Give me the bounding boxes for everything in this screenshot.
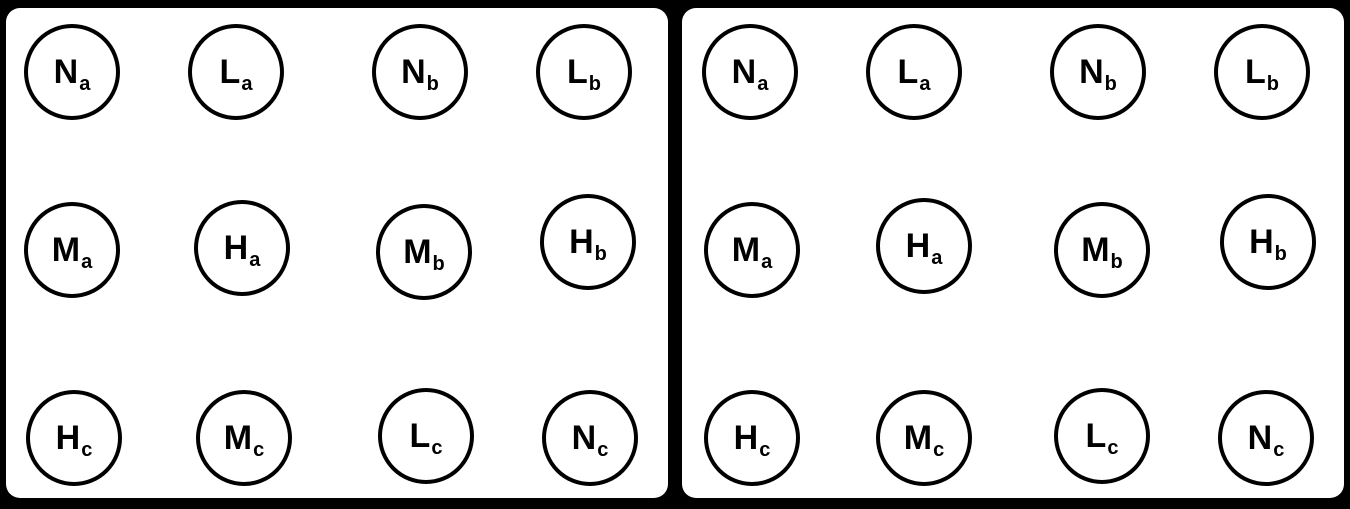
node-letter: M bbox=[223, 419, 253, 457]
node-subscript: b bbox=[594, 243, 607, 265]
node-letter: L bbox=[567, 53, 588, 91]
node-letter: M bbox=[1081, 231, 1110, 269]
node-letter: N bbox=[53, 53, 79, 91]
node-subscript: a bbox=[79, 73, 91, 95]
node-subscript: a bbox=[241, 73, 253, 95]
node-letter: H bbox=[569, 223, 594, 261]
node-subscript: c bbox=[431, 437, 443, 459]
node-letter: M bbox=[403, 233, 432, 271]
node-letter: N bbox=[1079, 53, 1104, 91]
node-subscript: b bbox=[1274, 243, 1287, 265]
node-letter: L bbox=[409, 417, 431, 455]
node-subscript: a bbox=[931, 247, 943, 269]
node-subscript: b bbox=[1110, 251, 1123, 273]
node-subscript: b bbox=[588, 73, 601, 95]
node-letter: L bbox=[1085, 417, 1107, 455]
node-letter: L bbox=[897, 53, 919, 91]
node-letter: M bbox=[51, 231, 81, 269]
node-letter: H bbox=[55, 419, 81, 457]
node-subscript: a bbox=[757, 73, 769, 95]
node-letter: M bbox=[731, 231, 761, 269]
node-subscript: c bbox=[1107, 437, 1119, 459]
node-letter: L bbox=[1245, 53, 1266, 91]
node-subscript: c bbox=[253, 439, 265, 461]
node-subscript: a bbox=[761, 251, 773, 273]
node-letter: N bbox=[1247, 419, 1273, 457]
node-letter: M bbox=[903, 419, 933, 457]
node-letter: H bbox=[1249, 223, 1274, 261]
node-subscript: a bbox=[919, 73, 931, 95]
node-letter: L bbox=[219, 53, 241, 91]
node-letter: N bbox=[401, 53, 426, 91]
node-subscript: c bbox=[1273, 439, 1285, 461]
node-subscript: c bbox=[81, 439, 93, 461]
node-subscript: c bbox=[759, 439, 771, 461]
node-letter: N bbox=[731, 53, 757, 91]
node-letter: H bbox=[905, 227, 931, 265]
node-subscript: b bbox=[1266, 73, 1279, 95]
node-subscript: b bbox=[426, 73, 439, 95]
node-subscript: c bbox=[597, 439, 609, 461]
node-letter: N bbox=[571, 419, 597, 457]
node-letter: H bbox=[223, 229, 249, 267]
node-subscript: c bbox=[933, 439, 945, 461]
node-subscript: a bbox=[81, 251, 93, 273]
node-letter: H bbox=[733, 419, 759, 457]
node-subscript: a bbox=[249, 249, 261, 271]
node-subscript: b bbox=[1104, 73, 1117, 95]
node-subscript: b bbox=[432, 253, 445, 275]
